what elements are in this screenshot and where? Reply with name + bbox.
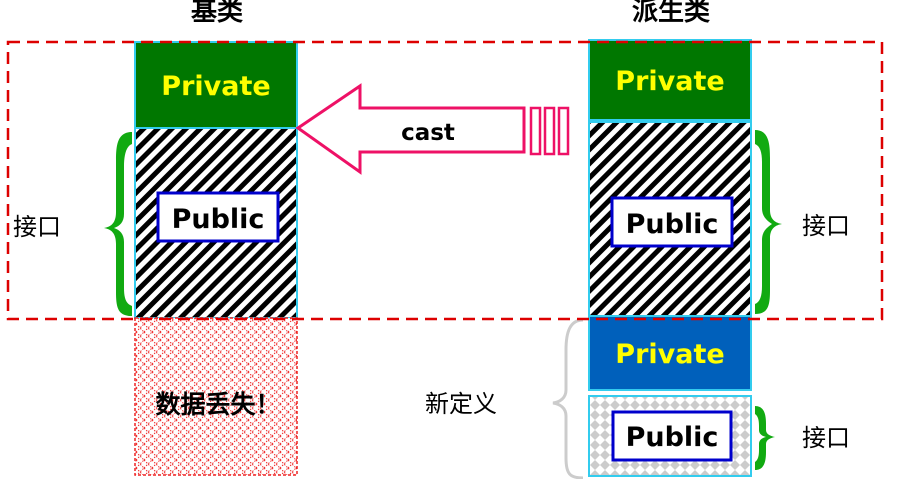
cast-label: cast: [401, 120, 455, 146]
derived-private-block: [588, 39, 752, 121]
base-class-title: 基类: [191, 0, 243, 27]
derived-new-private-label: Private: [615, 339, 724, 370]
derived-interface-brace: [755, 130, 782, 314]
base-private-block: [134, 41, 298, 129]
base-interface-brace: [104, 132, 132, 316]
derived-new-public-label: Public: [626, 422, 719, 453]
base-public-label: Public: [172, 204, 265, 235]
derived-new-public-box: [611, 410, 733, 462]
derived-private-label: Private: [615, 66, 724, 97]
cast-arrow-tail-bar-1: [529, 106, 542, 156]
base-public-box: [156, 191, 280, 243]
interface-region-outline: [6, 40, 884, 321]
cast-arrow: [295, 83, 526, 175]
cast-arrow-tail-bar-3: [557, 106, 570, 156]
new-interface-label: 接口: [802, 424, 850, 452]
cast-arrow-tail-bar-2: [543, 106, 556, 156]
derived-new-private-block: [588, 315, 752, 391]
lost-data-label: 数据丢失！: [155, 390, 280, 419]
lost-data-region: [134, 317, 298, 476]
derived-class-title: 派生类: [632, 0, 710, 27]
base-private-label: Private: [161, 71, 270, 102]
base-interface-label: 接口: [13, 213, 61, 241]
new-definition-label: 新定义: [425, 390, 497, 418]
derived-public-box: [610, 196, 734, 248]
derived-interface-label: 接口: [802, 212, 850, 240]
new-definition-brace: [552, 318, 584, 479]
new-interface-brace: [755, 406, 775, 470]
derived-public-label: Public: [626, 209, 719, 240]
